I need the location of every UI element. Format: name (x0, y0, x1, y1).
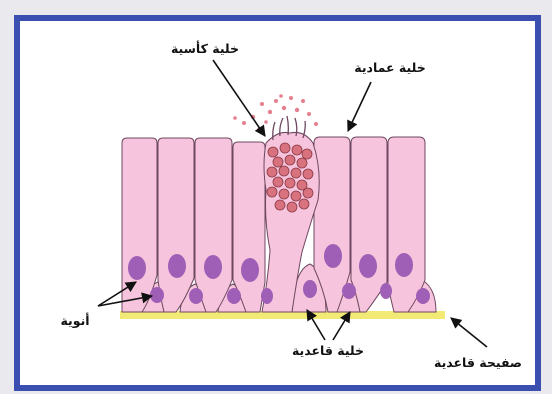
nuclei-label: أنوية (60, 312, 89, 328)
columnar-cell (122, 138, 157, 312)
columnar-cell (233, 142, 265, 312)
columnar-cell (388, 137, 425, 312)
basal-cell-label: خلية قاعدية (292, 343, 364, 358)
goblet-cell-label: خلية كأسية (171, 40, 239, 56)
columnar-cell-label: خلية عمادية (354, 60, 425, 75)
columnar-cell (195, 138, 232, 312)
basement-membrane-label: صفيحة قاعدية (434, 355, 522, 370)
columnar-cell (158, 138, 194, 312)
